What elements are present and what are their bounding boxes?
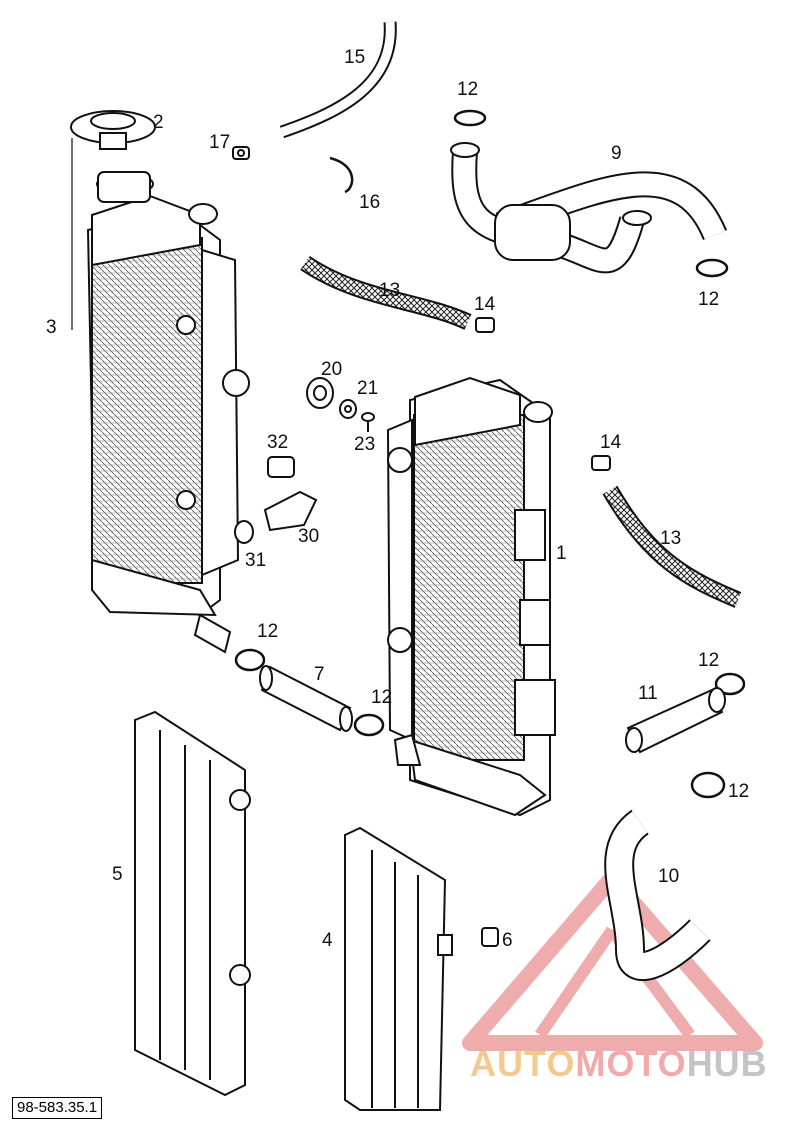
callout-7: 7 bbox=[314, 664, 325, 685]
bent-hose-10 bbox=[604, 809, 711, 981]
callout-12: 12 bbox=[698, 650, 719, 671]
watermark-brand: AUTOMOTOHUB bbox=[470, 1043, 768, 1085]
radiator-right bbox=[386, 376, 556, 817]
callout-6: 6 bbox=[502, 930, 513, 951]
shroud-5 bbox=[134, 710, 251, 1097]
hose-7 bbox=[259, 665, 353, 732]
callout-21: 21 bbox=[357, 378, 378, 399]
callout-17: 17 bbox=[209, 132, 230, 153]
hose-clip bbox=[329, 156, 354, 194]
watermark-part-1: AUTO bbox=[470, 1043, 576, 1084]
diagram-reference-code: 98-583.35.1 bbox=[12, 1097, 103, 1119]
callout-11: 11 bbox=[638, 683, 658, 704]
hose-11 bbox=[625, 687, 726, 754]
callout-13: 13 bbox=[660, 528, 681, 549]
temp-sensor-parts bbox=[234, 456, 318, 544]
callout-15: 15 bbox=[344, 47, 365, 68]
callout-14: 14 bbox=[600, 432, 622, 453]
callout-12: 12 bbox=[257, 621, 278, 642]
callout-9: 9 bbox=[611, 143, 622, 164]
callout-1: 1 bbox=[556, 543, 567, 564]
callout-10: 10 bbox=[658, 866, 679, 887]
small-clamps bbox=[475, 317, 611, 471]
callout-13: 13 bbox=[379, 280, 400, 301]
callout-2: 2 bbox=[153, 112, 164, 133]
callout-labels: 1 2 3 4 5 6 7 9 10 11 12 12 12 12 12 12 … bbox=[46, 47, 749, 951]
callout-3: 3 bbox=[46, 317, 57, 338]
grommet-washer-screw bbox=[306, 377, 375, 432]
callout-31: 31 bbox=[245, 550, 266, 571]
hose-clamps bbox=[234, 109, 746, 799]
watermark-part-2: MOTO bbox=[575, 1043, 687, 1084]
callout-12: 12 bbox=[371, 687, 392, 708]
callout-30: 30 bbox=[298, 526, 319, 547]
callout-12: 12 bbox=[457, 79, 478, 100]
shroud-4 bbox=[344, 826, 453, 1111]
callout-20: 20 bbox=[321, 359, 342, 380]
callout-16: 16 bbox=[359, 192, 380, 213]
callout-5: 5 bbox=[112, 864, 123, 885]
radiator-cap bbox=[70, 110, 156, 330]
callout-14: 14 bbox=[474, 294, 496, 315]
callout-23: 23 bbox=[354, 434, 375, 455]
callout-4: 4 bbox=[322, 930, 333, 951]
radiator-left bbox=[86, 171, 250, 654]
callout-12: 12 bbox=[728, 781, 749, 802]
nut-6 bbox=[481, 927, 499, 947]
y-hose bbox=[450, 142, 728, 274]
callout-32: 32 bbox=[267, 432, 288, 453]
callout-12: 12 bbox=[698, 289, 719, 310]
small-fitting bbox=[232, 146, 250, 160]
watermark-part-3: HUB bbox=[686, 1043, 768, 1084]
